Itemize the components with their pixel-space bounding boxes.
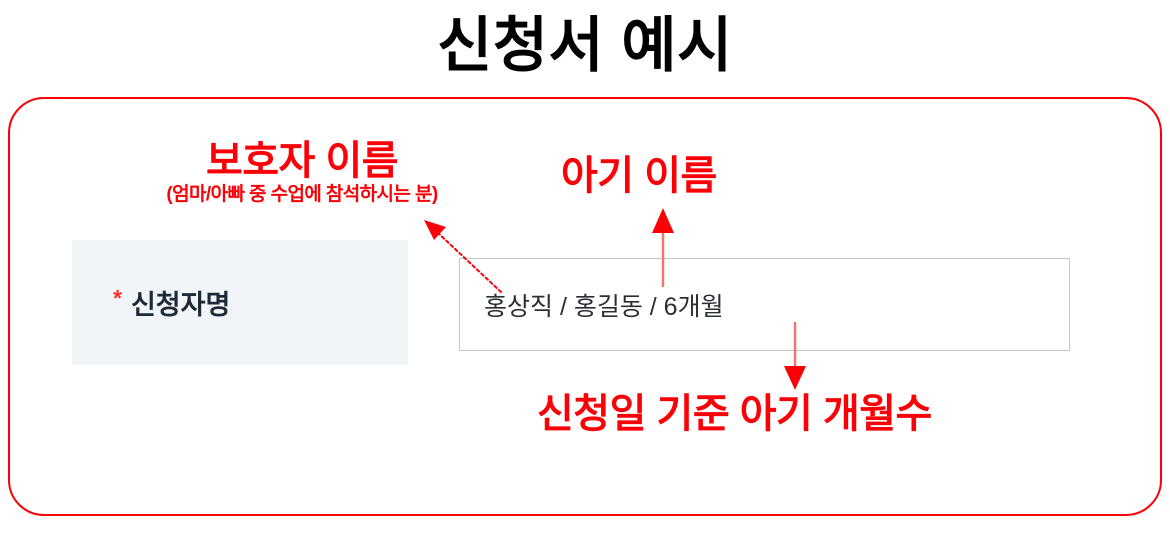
annotation-guardian-name: 보호자 이름 (엄마/아빠 중 수업에 참석하시는 분) (112, 139, 492, 206)
annotated-example-frame (8, 97, 1162, 516)
applicant-name-label-cell: * 신청자명 (72, 240, 408, 365)
annotation-guardian-name-subtitle: (엄마/아빠 중 수업에 참석하시는 분) (166, 184, 438, 206)
applicant-name-label: 신청자명 (130, 290, 231, 320)
applicant-name-input[interactable]: 홍상직 / 홍길동 / 6개월 (459, 258, 1070, 351)
annotation-guardian-name-title: 보호자 이름 (205, 139, 399, 183)
annotation-baby-months: 신청일 기준 아기 개월수 (537, 392, 932, 436)
required-asterisk-icon: * (113, 285, 122, 311)
annotation-baby-name: 아기 이름 (561, 154, 717, 198)
applicant-name-input-value: 홍상직 / 홍길동 / 6개월 (484, 292, 724, 321)
page-title: 신청서 예시 (437, 12, 733, 79)
